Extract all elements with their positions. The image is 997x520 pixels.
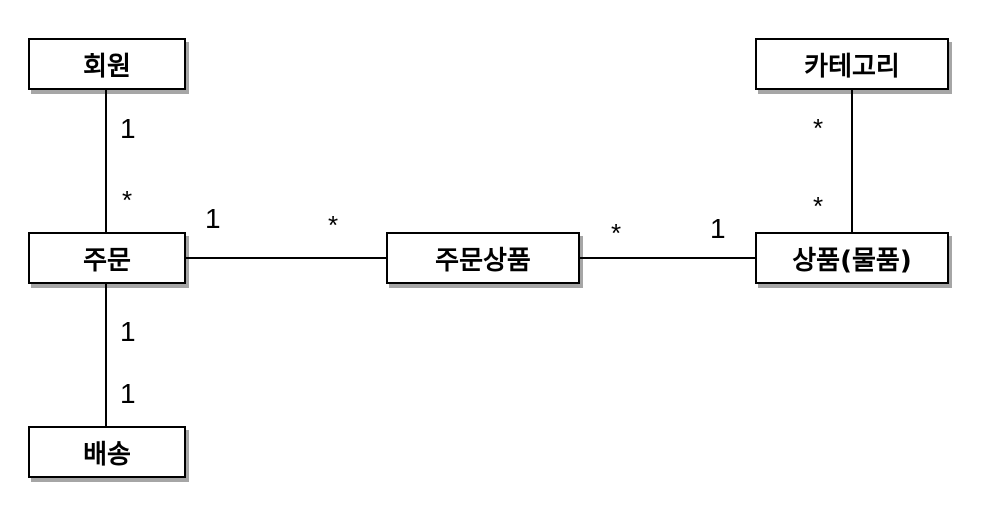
entity-order-item-label: 주문상품 xyxy=(435,245,531,276)
mult-orderitem-side-order: * xyxy=(328,210,339,240)
entity-item-label: 상품(물품) xyxy=(792,245,912,276)
entity-member: 회원 xyxy=(28,38,186,90)
entity-member-label: 회원 xyxy=(83,51,131,82)
entity-order-label: 주문 xyxy=(83,245,131,276)
mult-order-side-delivery: 1 xyxy=(120,316,136,347)
entity-category-label: 카테고리 xyxy=(804,51,900,82)
entity-category: 카테고리 xyxy=(755,38,949,90)
entity-delivery: 배송 xyxy=(28,426,186,478)
mult-item-side-category: * xyxy=(813,191,824,221)
entity-order-item: 주문상품 xyxy=(386,232,580,284)
mult-member-side: 1 xyxy=(120,113,136,144)
entity-delivery-label: 배송 xyxy=(83,439,131,470)
mult-item-side-orderitem: 1 xyxy=(710,213,726,244)
mult-delivery-side: 1 xyxy=(120,378,136,409)
mult-order-side-member: * xyxy=(122,185,133,215)
entity-item: 상품(물품) xyxy=(755,232,949,284)
mult-category-side: * xyxy=(813,113,824,143)
mult-orderitem-side-item: * xyxy=(611,218,622,248)
entity-order: 주문 xyxy=(28,232,186,284)
mult-order-side-orderitem: 1 xyxy=(205,203,221,234)
